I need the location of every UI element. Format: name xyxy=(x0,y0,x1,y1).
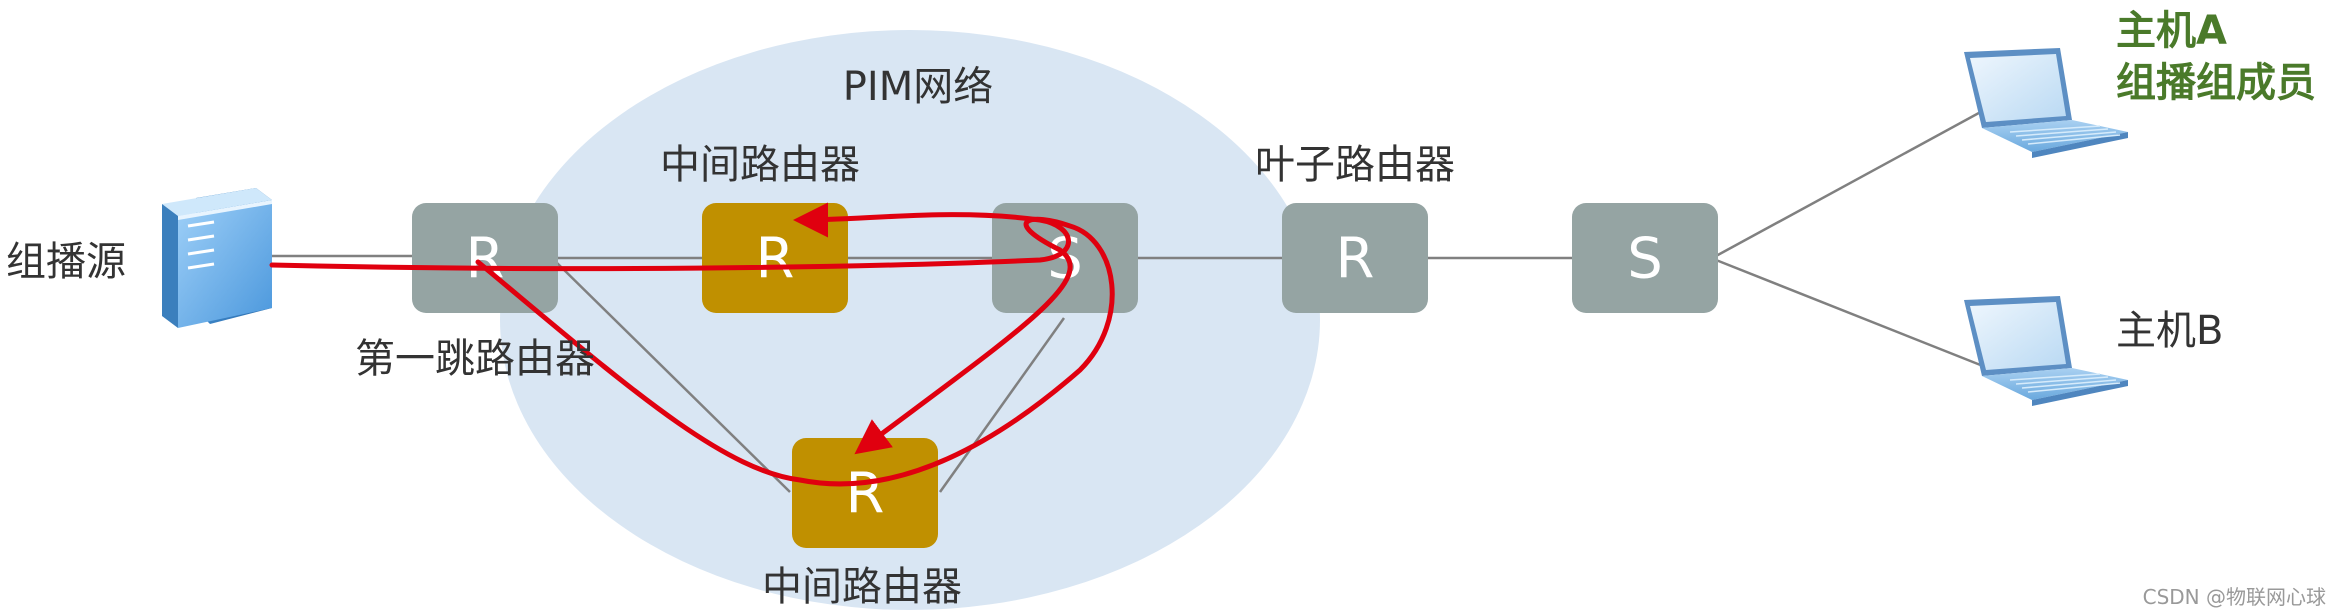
path-to-middle-top xyxy=(269,202,1071,272)
laptop-icon xyxy=(1964,296,2128,406)
watermark: CSDN @物联网心球 xyxy=(2143,585,2326,609)
server-icon xyxy=(162,188,272,328)
switch-right: S xyxy=(1572,203,1718,313)
link-firsthop-middle-bottom xyxy=(555,261,791,493)
label-first-hop-router: 第一跳路由器 xyxy=(355,336,595,382)
router-middle-bottom-letter: R xyxy=(846,462,885,527)
label-middle-router-top: 中间路由器 xyxy=(660,142,860,188)
label-host-b: 主机B xyxy=(2116,308,2223,354)
router-first-hop: R xyxy=(412,203,558,313)
path-to-middle-bottom xyxy=(475,216,1115,487)
router-middle-top-letter: R xyxy=(756,227,795,292)
router-leaf-letter: R xyxy=(1336,227,1375,292)
pim-network-label: PIM网络 xyxy=(843,64,993,110)
label-source: 组播源 xyxy=(6,239,126,285)
pim-network-cloud xyxy=(500,30,1320,610)
link-switch-host-a xyxy=(1715,106,1989,258)
router-leaf: R xyxy=(1282,203,1428,313)
label-host-a-name: 主机A xyxy=(2116,8,2227,54)
switch-right-letter: S xyxy=(1627,227,1663,292)
label-leaf-router: 叶子路由器 xyxy=(1255,142,1455,188)
forwarding-paths xyxy=(269,202,1115,487)
router-middle-bottom: R xyxy=(792,438,938,548)
link-switch-host-b xyxy=(1715,258,1989,370)
link-switch-middle-bottom xyxy=(938,317,1066,493)
label-host-a-role: 组播组成员 xyxy=(2116,60,2316,106)
laptop-icon xyxy=(1964,48,2128,158)
label-middle-router-bottom: 中间路由器 xyxy=(762,564,962,610)
